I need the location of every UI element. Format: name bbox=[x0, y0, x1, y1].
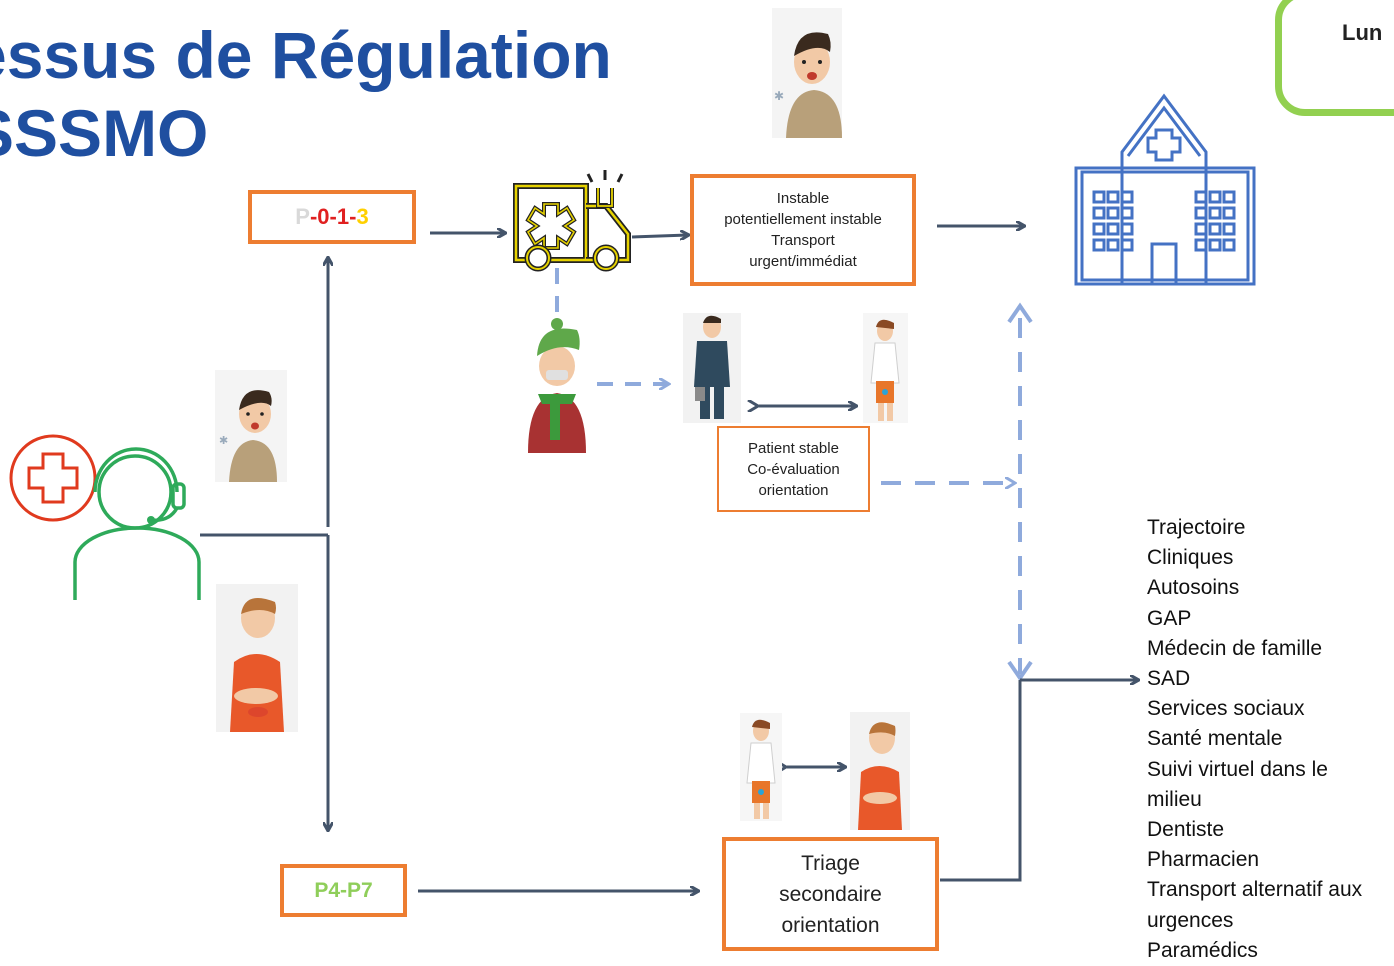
stable-line-3: orientation bbox=[758, 481, 829, 499]
destinations-list: Trajectoire Cliniques Autosoins GAP Méde… bbox=[1147, 513, 1362, 966]
connector-triage-up bbox=[940, 680, 1022, 882]
arrow-to-unstable bbox=[631, 235, 688, 237]
list-item: Paramédics bbox=[1147, 938, 1258, 962]
unstable-line-1: Instable bbox=[776, 190, 830, 207]
list-item: Suivi virtuel dans le bbox=[1147, 757, 1328, 781]
list-item: Santé mentale bbox=[1147, 727, 1283, 751]
svg-text:✱: ✱ bbox=[774, 89, 784, 103]
unstable-line-4: urgent/immédiat bbox=[749, 253, 857, 270]
priority-digit-1: 1 bbox=[336, 204, 350, 229]
dashed-arrowhead-down bbox=[1007, 660, 1033, 682]
nurse-icon bbox=[863, 313, 908, 423]
patient-icon bbox=[850, 712, 910, 830]
priority-p: P bbox=[295, 204, 310, 229]
list-item: Médecin de famille bbox=[1147, 636, 1323, 660]
corner-panel bbox=[1275, 0, 1394, 116]
unstable-box: Instable potentiellement instable Transp… bbox=[690, 174, 916, 286]
triage-box: Triage secondaire orientation bbox=[722, 837, 939, 951]
priority-low-box: P4-P7 bbox=[280, 864, 407, 917]
unstable-line-2: potentiellement instable bbox=[724, 211, 882, 228]
medical-cross-icon bbox=[27, 452, 79, 504]
stable-line-2: Co-évaluation bbox=[747, 460, 840, 478]
ambulance-icon bbox=[513, 170, 631, 272]
title-line-1: essus de Régulation bbox=[0, 18, 612, 92]
sick-person-icon: ✱ bbox=[772, 8, 842, 138]
list-item: Services sociaux bbox=[1147, 697, 1305, 721]
hospital-icon bbox=[1074, 93, 1256, 286]
triage-line-3: orientation bbox=[781, 913, 880, 937]
sick-person-icon: ✱ bbox=[215, 370, 287, 482]
patient-icon bbox=[528, 318, 586, 453]
list-item: GAP bbox=[1147, 606, 1192, 630]
svg-text:✱: ✱ bbox=[219, 434, 228, 447]
list-item: milieu bbox=[1147, 787, 1202, 811]
priority-digit-0: 0 bbox=[317, 204, 330, 229]
priority-digit-3: 3 bbox=[356, 204, 369, 229]
priority-high-box: P-0-1-3 bbox=[248, 190, 416, 244]
list-item: Trajectoire bbox=[1147, 516, 1246, 539]
triage-line-1: Triage bbox=[801, 851, 860, 875]
dispatcher-headset-icon bbox=[9, 434, 201, 600]
dashed-arrowhead-up bbox=[1007, 302, 1033, 324]
list-item: Transport alternatif aux bbox=[1147, 878, 1363, 902]
stable-line-1: Patient stable bbox=[748, 439, 839, 457]
page-title: essus de Régulation SSSMO bbox=[0, 16, 612, 172]
corner-label: Lun bbox=[1342, 20, 1383, 45]
list-item: Autosoins bbox=[1147, 576, 1240, 600]
title-line-2: SSSMO bbox=[0, 96, 209, 170]
stable-box: Patient stable Co-évaluation orientation bbox=[717, 426, 870, 512]
triage-line-2: secondaire bbox=[779, 882, 882, 906]
list-item: Pharmacien bbox=[1147, 848, 1260, 872]
list-item: Dentiste bbox=[1147, 818, 1225, 842]
nurse-icon bbox=[740, 713, 782, 821]
priority-low-label: P4-P7 bbox=[314, 878, 373, 902]
paramedic-icon bbox=[683, 313, 741, 423]
list-item: SAD bbox=[1147, 667, 1191, 691]
priority-high-label: P-0-1-3 bbox=[295, 204, 369, 229]
list-item: urgences bbox=[1147, 908, 1234, 932]
list-item: Cliniques bbox=[1147, 546, 1234, 570]
unstable-line-3: Transport bbox=[771, 232, 835, 249]
patient-icon bbox=[216, 584, 298, 732]
